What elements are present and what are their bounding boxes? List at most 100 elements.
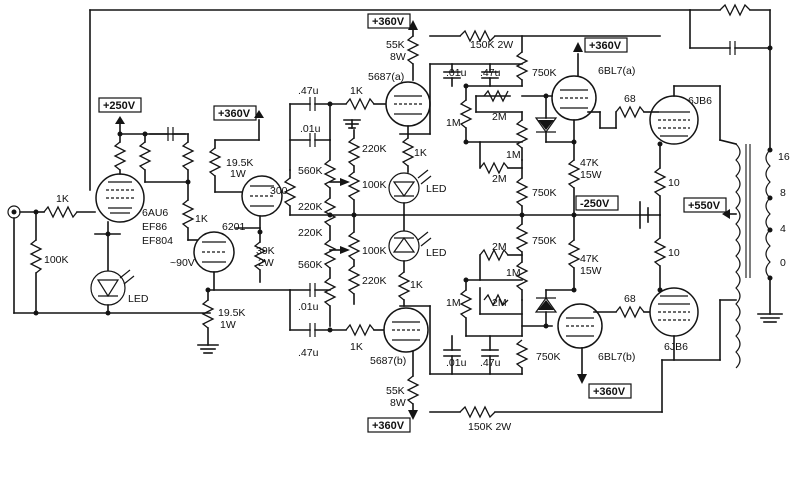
- v4a-6bl7-stage: .01u .47u 1M 2M 1M 2M 750K 750K: [429, 35, 653, 216]
- label-r-input: 1K: [56, 193, 69, 205]
- label-r-300: 300: [270, 185, 288, 197]
- label-c-bot-01: .01u: [298, 301, 319, 313]
- interstage-bottom: .01u .47u 1K: [289, 283, 389, 359]
- label-r-47k-b-w: 15W: [580, 265, 602, 277]
- label-r-v1-grid: 1K: [195, 213, 208, 225]
- label-v5a-name: 6JB6: [688, 95, 712, 107]
- label-led-top: LED: [426, 183, 447, 195]
- label-r-55k-bot: 55K: [386, 385, 405, 397]
- label-tap-8: 8: [780, 187, 786, 199]
- label-r-10-a: 10: [668, 177, 680, 189]
- label-r-68-b: 68: [624, 293, 636, 305]
- label-r-750k-mid-b: 750K: [532, 235, 557, 247]
- label-v2-name: 6201: [222, 221, 246, 233]
- label-v4a-name: 6BL7(a): [598, 65, 635, 77]
- v4b-6bl7-stage: 750K 2M 1M 1M 2M .01u .47u 750K: [429, 214, 653, 399]
- label-v2-bias: ~90V: [170, 257, 195, 269]
- label-r-2m-b: 2M: [492, 241, 507, 253]
- label-supply-550: +550V: [688, 200, 721, 212]
- output-transformer: 16 8 4 0: [719, 139, 790, 369]
- label-r-1k-led-top: 1K: [414, 147, 427, 159]
- label-r-g2-load-top-w: 1W: [230, 168, 246, 180]
- label-v1-name: 6AU6: [142, 207, 168, 219]
- label-r-g2-cath-w: 2W: [258, 257, 274, 269]
- input-section: 1K 100K: [7, 193, 211, 316]
- label-tap-16: 16: [778, 151, 790, 163]
- led-v1-icon: [90, 270, 126, 306]
- label-r-1m-a2: 1M: [506, 149, 521, 161]
- label-r-47k-a-w: 15W: [580, 169, 602, 181]
- label-r-220k-c: 220K: [298, 227, 323, 239]
- label-supply-360-b: +360V: [593, 386, 626, 398]
- label-supply-360-a: +360V: [589, 40, 622, 52]
- transformer-secondary-icon: [765, 149, 771, 279]
- label-r-g2-load-bot: 19.5K: [218, 307, 245, 319]
- label-r-47k-b: 47K: [580, 253, 599, 265]
- label-r-55k-top: 55K: [386, 39, 405, 51]
- tube-v4b-6bl7-icon: [557, 303, 603, 349]
- label-r-bot-1k: 1K: [350, 341, 363, 353]
- label-v1-alt1: EF86: [142, 221, 167, 233]
- supply-550v-box: [683, 197, 727, 213]
- label-led-v1: LED: [128, 293, 149, 305]
- label-r-150k-top: 150K 2W: [470, 39, 513, 51]
- label-r-55k-bot-w: 8W: [390, 397, 406, 409]
- label-r-1m-a: 1M: [446, 117, 461, 129]
- label-r-47k-a: 47K: [580, 157, 599, 169]
- label-r-100k-b: 100K: [362, 245, 387, 257]
- label-c-01-b: .01u: [446, 357, 467, 369]
- supply-250v-box: [98, 97, 142, 113]
- feedback-bottom: 150K 2W: [429, 359, 663, 433]
- label-r-10-b: 10: [668, 247, 680, 259]
- label-r-1m-b2: 1M: [446, 297, 461, 309]
- tube-v4a-6bl7-icon: [551, 75, 597, 121]
- label-r-220k-d: 220K: [362, 275, 387, 287]
- v2-6201-stage: +360V 19.5K 1W 6201 ~90V 39K 2W 19.5K: [170, 105, 297, 354]
- output-stage: 6JB6 10 10 6JB6 +550V: [639, 85, 737, 361]
- label-c-47-b: .47u: [480, 357, 501, 369]
- resistor-input-1k-icon: [43, 205, 78, 219]
- v3-5687-stage: +360V 55K 8W 5687(a) 1K LED LED: [367, 13, 447, 433]
- label-v3b-name: 5687(b): [370, 355, 406, 367]
- led-top-icon: [388, 172, 420, 204]
- label-supply-360-g2: +360V: [218, 108, 251, 120]
- label-c-47-a: .47u: [480, 67, 501, 79]
- label-r-g2-load-bot-w: 1W: [220, 319, 236, 331]
- neg-supply: -250V: [575, 195, 619, 211]
- v1-6au6-stage: +250V 1K 6AU6 EF86 EF804: [90, 97, 208, 314]
- label-v4b-name: 6BL7(b): [598, 351, 635, 363]
- label-r-55k-top-w: 8W: [390, 51, 406, 63]
- label-r-750k-b: 750K: [536, 351, 561, 363]
- transformer-primary-icon: [735, 143, 741, 369]
- label-r-2m-a2: 2M: [492, 173, 507, 185]
- label-v3a-name: 5687(a): [368, 71, 404, 83]
- supply-360v-b-box: [588, 383, 632, 399]
- label-r-750k-a: 750K: [532, 67, 557, 79]
- label-r-1k-led-bot: 1K: [410, 279, 423, 291]
- label-v5b-name: 6JB6: [664, 341, 688, 353]
- label-r-g2-cath: 39K: [256, 245, 275, 257]
- supply-360v-g2-box: [213, 105, 257, 121]
- resistor-input-100k-icon: [29, 239, 43, 274]
- tube-v3b-5687-icon: [383, 307, 429, 353]
- label-r-2m-b2: 2M: [492, 297, 507, 309]
- supply-neg-250v-box: [575, 195, 619, 211]
- label-r-220k-b: 220K: [298, 201, 323, 213]
- supply-360v-a-box: [584, 37, 628, 53]
- label-c-bot-47: .47u: [298, 347, 319, 359]
- supply-360v-top-box: [367, 13, 411, 29]
- label-r-68-a: 68: [624, 93, 636, 105]
- label-tap-4: 4: [780, 223, 786, 235]
- tube-v1-6au6-icon: [95, 173, 145, 223]
- label-r-560k-b: 560K: [298, 259, 323, 271]
- label-supply-360-bot: +360V: [372, 420, 405, 432]
- led-bottom-icon: [388, 230, 420, 262]
- label-r-750k-mid-a: 750K: [532, 187, 557, 199]
- label-c-top-47: .47u: [298, 85, 319, 97]
- label-r-100k-a: 100K: [362, 179, 387, 191]
- supply-360v-bot-box: [367, 417, 411, 433]
- label-c-top-01: .01u: [300, 123, 321, 135]
- label-r-1m-b: 1M: [506, 267, 521, 279]
- label-v1-alt2: EF804: [142, 235, 173, 247]
